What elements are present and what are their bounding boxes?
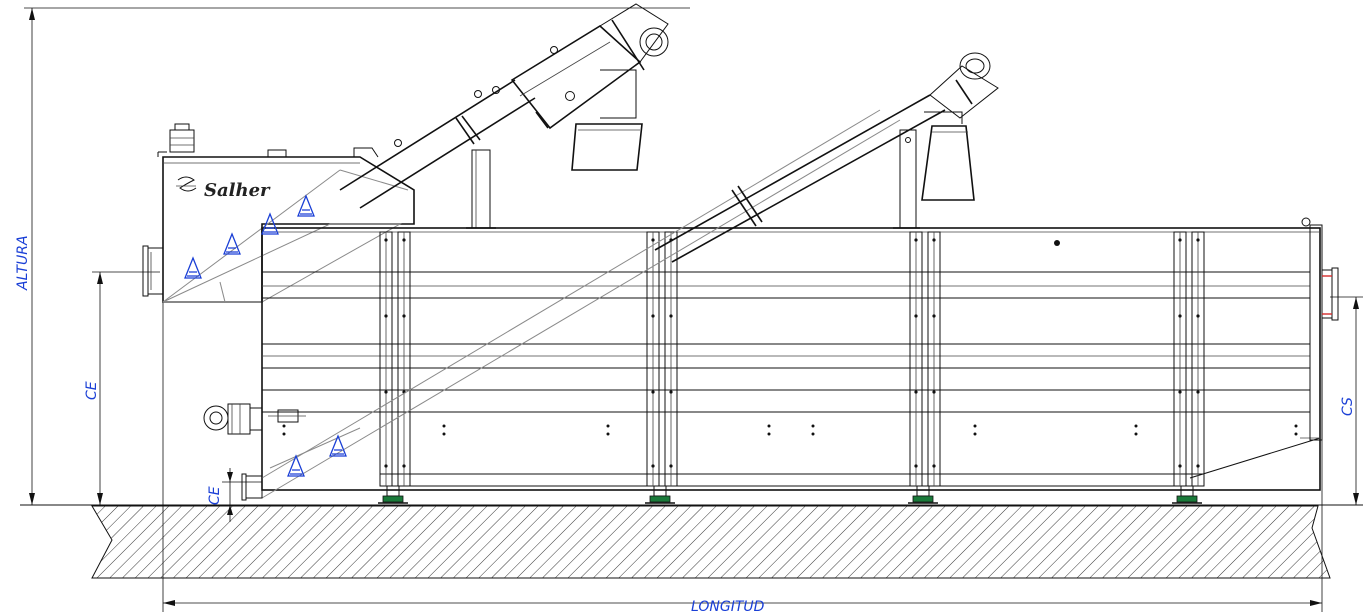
salher-logo-icon	[176, 176, 197, 192]
support-frame	[645, 231, 678, 504]
support-frame	[378, 231, 411, 504]
flight-marker	[287, 454, 305, 477]
support-frame	[1172, 231, 1205, 504]
ground	[20, 504, 1363, 579]
flight-marker	[261, 212, 279, 235]
altura-label: ALTURA	[15, 235, 31, 291]
inlet-screen-housing	[142, 123, 415, 303]
main-tank	[261, 217, 1339, 491]
ce-inlet-label: CE	[84, 381, 100, 400]
grit-screw-conveyor	[203, 52, 999, 501]
dimension-ce-inlet: CE	[84, 271, 160, 505]
salher-logo: Salher	[176, 176, 271, 201]
dimension-altura: ALTURA	[15, 7, 690, 505]
ce-bottom-label: CE	[207, 486, 223, 505]
flight-marker	[223, 232, 241, 255]
longitud-label: LONGITUD	[691, 599, 765, 614]
screen-conveyor	[339, 3, 669, 229]
bolt-row	[282, 424, 1298, 436]
flight-marker	[184, 256, 202, 279]
cs-label: CS	[1340, 397, 1356, 416]
flight-marker	[297, 194, 315, 217]
support-frames	[378, 231, 1205, 504]
screw-flights	[184, 194, 347, 477]
dimension-cs: CS	[1330, 296, 1363, 505]
brand-text: Salher	[204, 180, 271, 201]
flight-marker	[329, 434, 347, 457]
motor-icon	[203, 403, 306, 435]
support-frame	[908, 231, 941, 504]
